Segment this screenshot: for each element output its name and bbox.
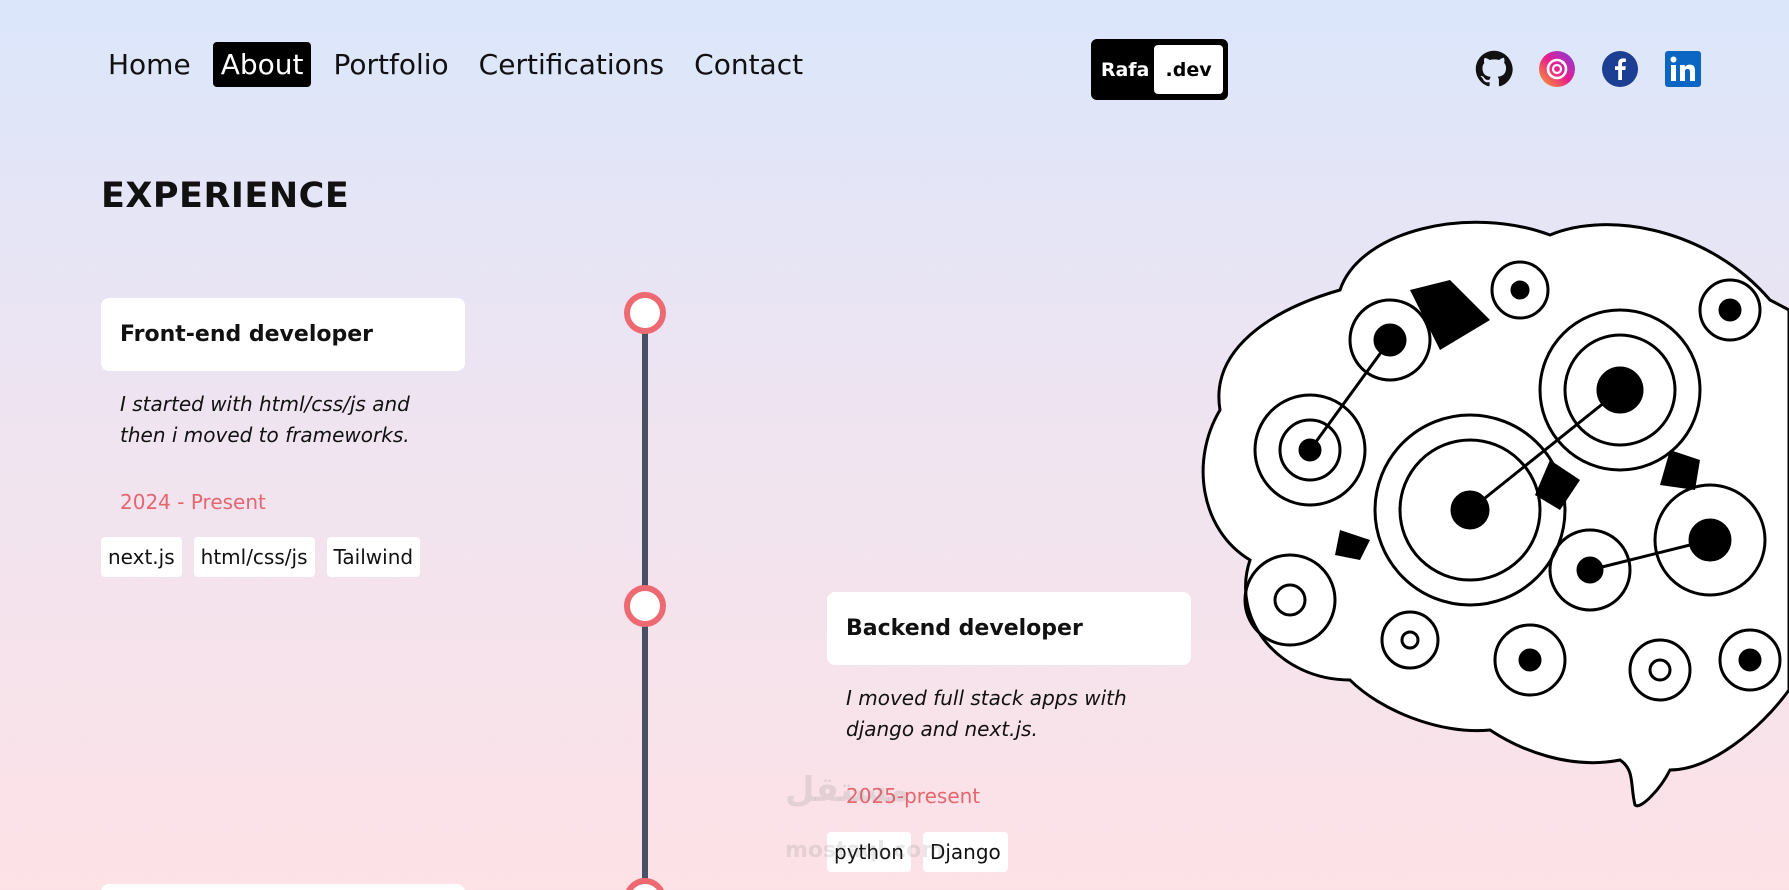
social-links [1475, 50, 1702, 88]
experience-card-title: Backend developer [827, 592, 1191, 665]
logo-name: Rafa [1100, 58, 1150, 81]
nav-portfolio[interactable]: Portfolio [333, 48, 449, 81]
tag-list: next.js html/css/js Tailwind [101, 537, 421, 577]
experience-date: 2024 - Present [120, 490, 266, 514]
logo-domain: .dev [1154, 45, 1223, 94]
experience-date: 2025-present [846, 784, 981, 808]
github-icon[interactable] [1475, 50, 1513, 88]
tag-list: python Django [827, 832, 1008, 872]
description-line: then i moved to frameworks. [120, 423, 410, 447]
nav-about[interactable]: About [212, 42, 312, 87]
experience-description: I moved full stack apps with django and … [846, 683, 1166, 745]
description-line: django and next.js. [846, 717, 1038, 741]
description-line: I started with html/css/js and [120, 392, 410, 416]
page-title: EXPERIENCE [101, 176, 350, 216]
nav-contact[interactable]: Contact [694, 48, 804, 81]
watermark-arabic: مستقل [785, 770, 910, 810]
linkedin-icon[interactable] [1664, 50, 1702, 88]
tag: Tailwind [326, 537, 421, 577]
instagram-icon[interactable] [1538, 50, 1576, 88]
experience-card-partial [101, 884, 465, 890]
timeline-node [624, 585, 666, 627]
watermark-latin: mostaql.com [785, 838, 945, 863]
nav-home[interactable]: Home [108, 48, 191, 81]
nav-certifications[interactable]: Certifications [478, 48, 665, 81]
experience-description: I started with html/css/js and then i mo… [120, 389, 440, 451]
tag: python [827, 832, 911, 872]
brain-gears-illustration [1201, 220, 1789, 808]
description-line: I moved full stack apps with [846, 686, 1127, 710]
site-logo[interactable]: Rafa .dev [1091, 39, 1228, 100]
tag: Django [922, 832, 1008, 872]
main-nav: Home About Portfolio Certifications Cont… [100, 42, 811, 87]
tag: html/css/js [193, 537, 315, 577]
timeline-node [624, 292, 666, 334]
facebook-icon[interactable] [1601, 50, 1639, 88]
experience-card-title: Front-end developer [101, 298, 465, 371]
tag: next.js [101, 537, 182, 577]
timeline-node [624, 878, 666, 890]
